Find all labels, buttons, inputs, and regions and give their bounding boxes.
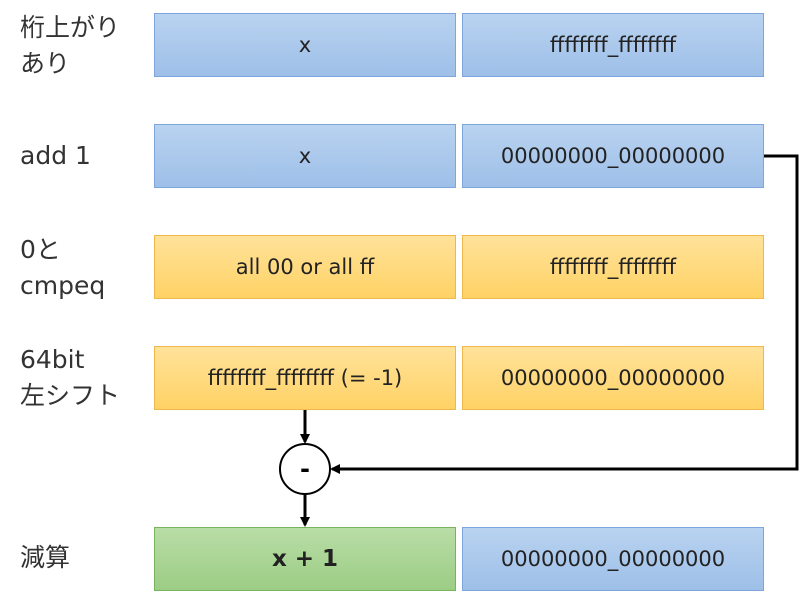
cell-sub-left: x + 1	[154, 527, 456, 591]
row-label-sub: 減算	[20, 543, 71, 572]
cell-shift-right: 00000000_00000000	[462, 346, 764, 410]
cell-add1-left: x	[154, 124, 456, 188]
subtract-operator-symbol: -	[300, 455, 310, 483]
cell-add1-right: 00000000_00000000	[462, 124, 764, 188]
cell-cmpeq-right: ffffffff_ffffffff	[462, 235, 764, 299]
connector-add1-to-minus	[330, 154, 799, 474]
cell-sub-right: 00000000_00000000	[462, 527, 764, 591]
cell-carry-right: ffffffff_ffffffff	[462, 13, 764, 77]
cell-carry-left: x	[154, 13, 456, 77]
row-label-shift: 64bit 左シフト	[20, 345, 121, 410]
cell-shift-left: ffffffff_ffffffff (= -1)	[154, 346, 456, 410]
row-label-cmpeq: 0と cmpeq	[20, 235, 106, 300]
cell-cmpeq-left: all 00 or all ff	[154, 235, 456, 299]
row-label-carry: 桁上がり あり	[20, 13, 121, 78]
row-label-add1: add 1	[20, 141, 91, 170]
